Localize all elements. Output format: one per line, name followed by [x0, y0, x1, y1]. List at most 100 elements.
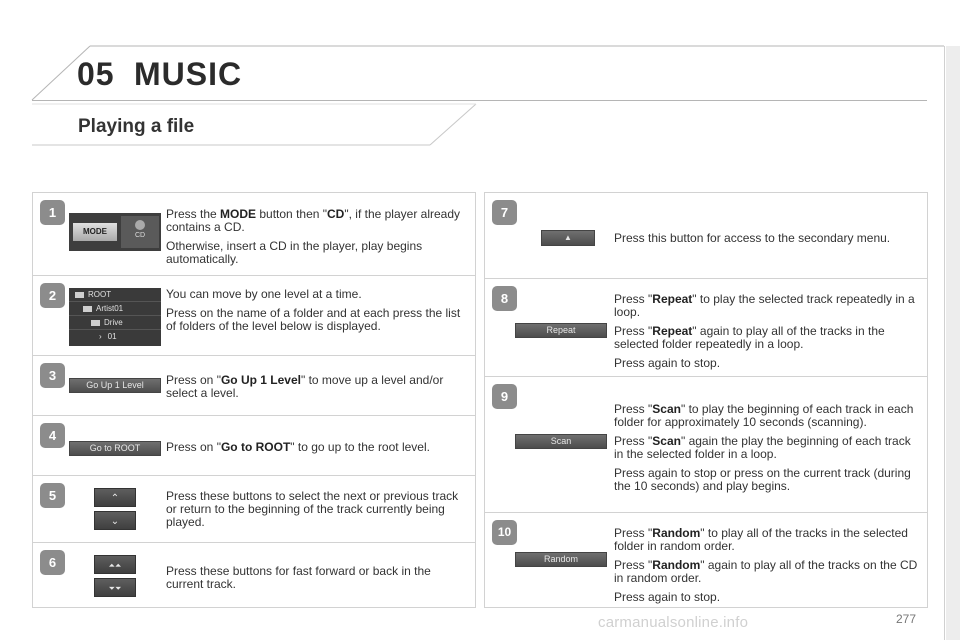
text-segment: Press again to stop. [614, 590, 721, 604]
step-text: Press on "Go to ROOT" to go up to the ro… [166, 441, 468, 460]
text-segment: Press " [614, 324, 653, 338]
step-paragraph: Press these buttons to select the next o… [166, 490, 468, 529]
cd-icon [135, 220, 145, 230]
text-segment: You can move by one level at a time. [166, 287, 362, 301]
fast-forward-button[interactable]: ⏷⏷ [94, 578, 136, 597]
section-title: Playing a file [78, 116, 195, 137]
random-button[interactable]: Random [515, 552, 607, 567]
text-segment: Press these buttons for fast forward or … [166, 564, 431, 591]
key-term: CD [327, 207, 345, 221]
fast-back-button[interactable]: ⏶⏶ [94, 555, 136, 574]
steps-panel-right: 7 ▲ Press this button for access to the … [484, 192, 928, 608]
step-badge: 4 [40, 423, 65, 448]
step-row-1: 1 MODE CD Press the MODE button then "CD… [33, 193, 475, 276]
text-segment: Press on the name of a folder and at eac… [166, 306, 461, 333]
key-term: Repeat [652, 292, 693, 306]
step-text: Press "Random" to play all of the tracks… [614, 527, 920, 610]
text-segment: Press " [614, 434, 653, 448]
text-segment: Press on " [166, 373, 221, 387]
text-segment: Press " [614, 292, 653, 306]
step-badge: 6 [40, 550, 65, 575]
text-segment: Press " [614, 558, 653, 572]
step-paragraph: Press again to stop or press on the curr… [614, 467, 920, 493]
text-segment: Press " [614, 526, 653, 540]
step-row-8: 8 Repeat Press "Repeat" to play the sele… [485, 279, 927, 377]
step-paragraph: Otherwise, insert a CD in the player, pl… [166, 240, 466, 266]
step-paragraph: Press "Scan" to play the beginning of ea… [614, 403, 920, 429]
right-margin-band [946, 46, 960, 640]
text-segment: Press again to stop or press on the curr… [614, 466, 911, 493]
step-text: Press these buttons for fast forward or … [166, 565, 468, 597]
next-track-button[interactable]: ⌄ [94, 511, 136, 530]
key-term: Scan [652, 434, 681, 448]
step-text: Press these buttons to select the next o… [166, 490, 468, 535]
step-paragraph: Press these buttons for fast forward or … [166, 565, 468, 591]
folder-item[interactable]: ROOT [69, 288, 161, 302]
key-term: MODE [220, 207, 257, 221]
step-paragraph: Press "Scan" again the play the beginnin… [614, 435, 920, 461]
scan-button[interactable]: Scan [515, 434, 607, 449]
step-row-7: 7 ▲ Press this button for access to the … [485, 193, 927, 279]
step-badge: 10 [492, 520, 517, 545]
step-paragraph: Press again to stop. [614, 357, 920, 370]
step-row-9: 9 Scan Press "Scan" to play the beginnin… [485, 377, 927, 513]
secondary-menu-button[interactable]: ▲ [541, 230, 595, 246]
step-badge: 8 [492, 286, 517, 311]
step-text: You can move by one level at a time. Pres… [166, 288, 466, 339]
step-row-2: 2 ROOT Artist01 Drive ›01 You can move b… [33, 276, 475, 356]
chapter-title: MUSIC [134, 56, 243, 92]
step-paragraph: Press "Random" to play all of the tracks… [614, 527, 920, 553]
chevron-right-icon: › [99, 332, 102, 341]
text-segment: " to go up to the root level. [290, 440, 430, 454]
step-badge: 7 [492, 200, 517, 225]
step-row-6: 6 ⏶⏶ ⏷⏷ Press these buttons for fast for… [33, 543, 475, 609]
previous-track-button[interactable]: ⌃ [94, 488, 136, 507]
text-segment: " to play the selected track repeatedly … [614, 292, 915, 319]
page-number: 277 [896, 612, 917, 626]
text-segment: " again the play the beginning of each t… [614, 434, 911, 461]
steps-panel-left: 1 MODE CD Press the MODE button then "CD… [32, 192, 476, 608]
step-row-5: 5 ⌃ ⌄ Press these buttons to select the … [33, 476, 475, 543]
header-rule [32, 100, 927, 101]
step-row-10: 10 Random Press "Random" to play all of … [485, 513, 927, 609]
folder-item[interactable]: Drive [69, 316, 161, 330]
folder-item[interactable]: Artist01 [69, 302, 161, 316]
step-paragraph: Press this button for access to the seco… [614, 232, 920, 245]
step-badge: 2 [40, 283, 65, 308]
step-paragraph: Press "Random" again to play all of the … [614, 559, 920, 585]
step-paragraph: You can move by one level at a time. [166, 288, 466, 301]
step-badge: 5 [40, 483, 65, 508]
text-segment: button then " [256, 207, 328, 221]
text-segment: Press this button for access to the seco… [614, 231, 891, 245]
step-paragraph: Press "Repeat" again to play all of the … [614, 325, 920, 351]
step-paragraph: Press "Repeat" to play the selected trac… [614, 293, 920, 319]
step-paragraph: Press again to stop. [614, 591, 920, 604]
cd-source-button[interactable]: CD [121, 216, 159, 248]
step-badge: 3 [40, 363, 65, 388]
folder-icon [83, 305, 92, 312]
folder-item[interactable]: ›01 [69, 330, 161, 344]
folder-icon [75, 291, 84, 298]
step-row-4: 4 Go to ROOT Press on "Go to ROOT" to go… [33, 416, 475, 476]
text-segment: " to play all of the tracks in the selec… [614, 526, 908, 553]
step-text: Press the MODE button then "CD", if the … [166, 208, 466, 272]
text-segment: " again to play all of the tracks in the… [614, 324, 885, 351]
text-segment: Press these buttons to select the next o… [166, 489, 459, 529]
go-up-level-button[interactable]: Go Up 1 Level [69, 378, 161, 393]
key-term: Random [652, 526, 701, 540]
folder-label: ROOT [88, 290, 112, 299]
step-row-3: 3 Go Up 1 Level Press on "Go Up 1 Level"… [33, 356, 475, 416]
folder-icon [91, 319, 100, 326]
key-term: Scan [652, 402, 681, 416]
key-term: Go to ROOT [220, 440, 291, 454]
step-paragraph: Press the MODE button then "CD", if the … [166, 208, 466, 234]
key-term: Go Up 1 Level [220, 373, 301, 387]
mode-button[interactable]: MODE [73, 223, 117, 241]
step-text: Press this button for access to the seco… [614, 232, 920, 251]
step-text: Press "Scan" to play the beginning of ea… [614, 403, 920, 499]
header-decoration [31, 45, 944, 146]
step-paragraph: Press on "Go to ROOT" to go up to the ro… [166, 441, 468, 454]
repeat-button[interactable]: Repeat [515, 323, 607, 338]
text-segment: Press again to stop. [614, 356, 721, 370]
go-to-root-button[interactable]: Go to ROOT [69, 441, 161, 456]
